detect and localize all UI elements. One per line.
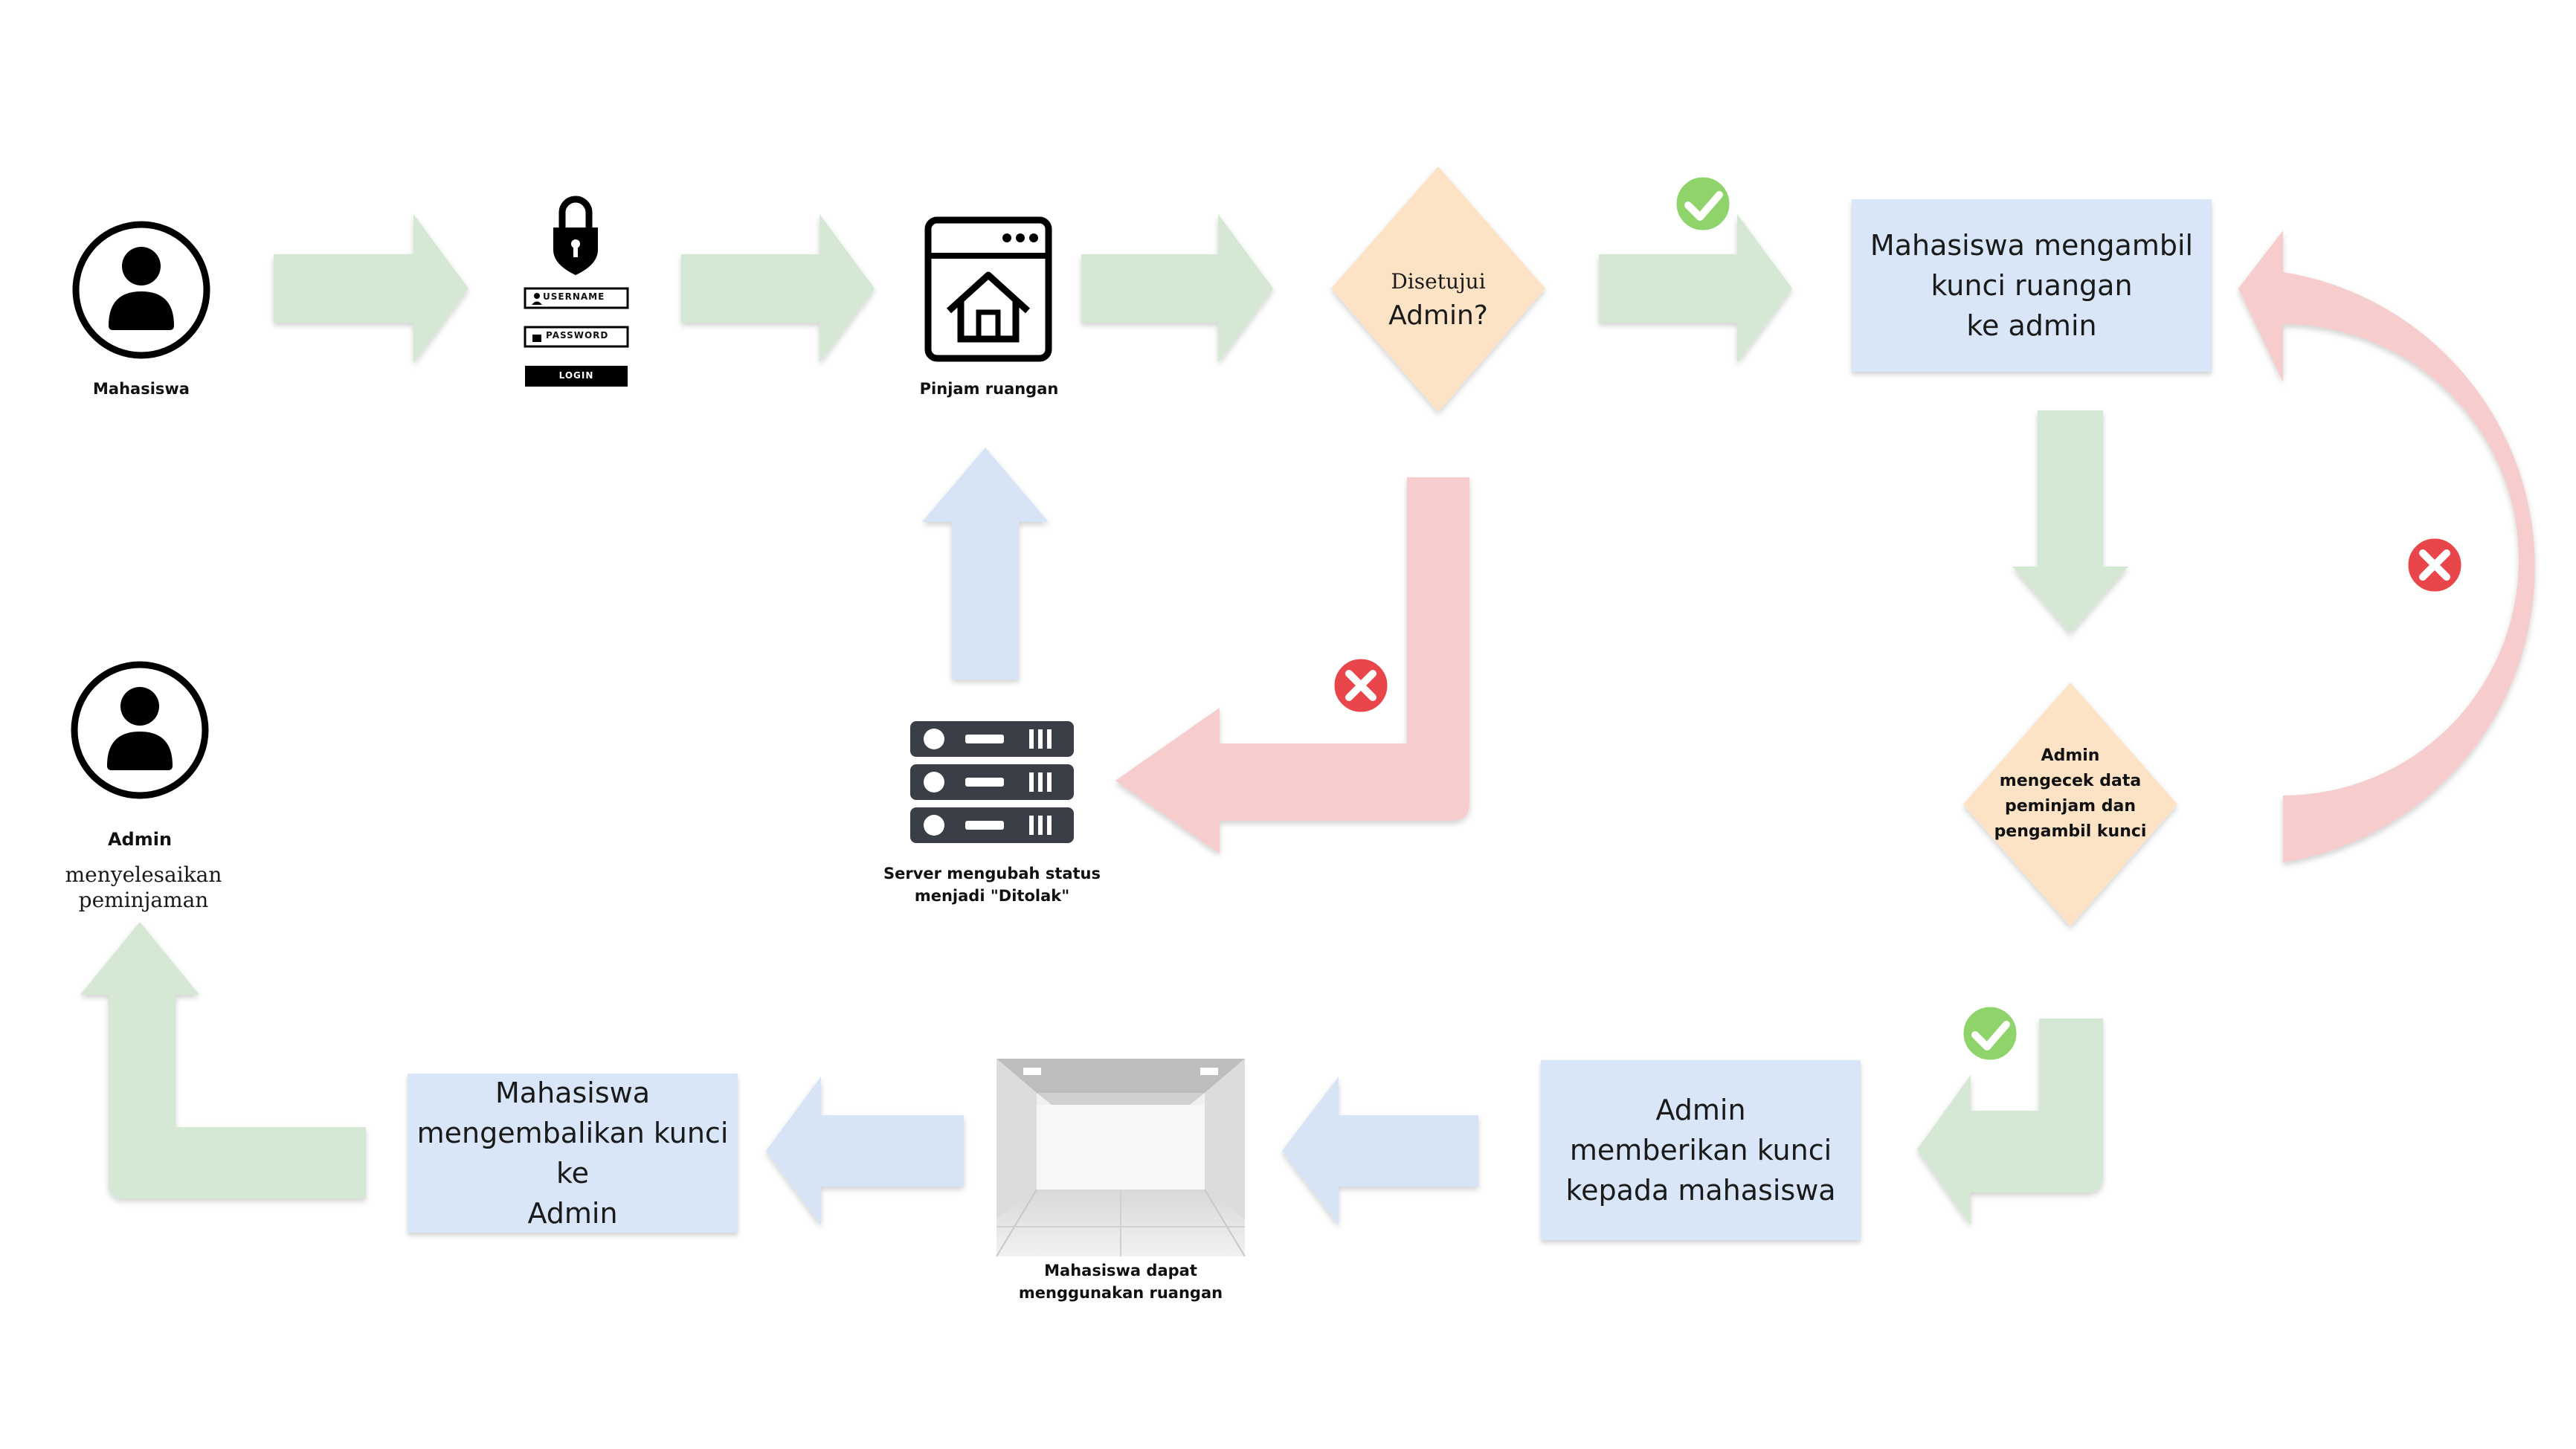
admin-user-icon	[71, 661, 209, 799]
arrow-right-4	[1599, 214, 1792, 363]
decision-disetujui	[1331, 167, 1545, 412]
box-mengambil-kunci-text: Mahasiswa mengambil kunci ruangan ke adm…	[1870, 229, 2194, 342]
login-username-label: USERNAME	[543, 291, 605, 302]
arrow-left-1	[1282, 1077, 1478, 1225]
server-label: Server mengubah status menjadi "Ditolak"	[883, 865, 1101, 905]
mahasiswa-user-icon	[72, 221, 210, 359]
mahasiswa-label: Mahasiswa	[93, 380, 190, 398]
arrow-left-2	[766, 1077, 964, 1225]
decision-disetujui-line2: Admin?	[1388, 300, 1488, 331]
arrow-right-3	[1081, 214, 1273, 363]
ruangan-label: Mahasiswa dapat menggunakan ruangan	[1018, 1262, 1223, 1302]
check-icon	[1960, 1003, 2020, 1064]
pinjam-ruangan-label: Pinjam ruangan	[919, 380, 1059, 398]
arrow-curve-reject	[2238, 230, 2535, 862]
box-mengembalikan-kunci: Mahasiswa mengembalikan kunci ke Admin	[408, 1074, 738, 1233]
decision-disetujui-line1: Disetujui	[1391, 269, 1486, 294]
admin-selesai-label: menyelesaikan peminjaman	[65, 862, 222, 912]
login-button-label: LOGIN	[558, 370, 594, 381]
login-form-icon	[524, 287, 629, 387]
cross-icon	[1330, 655, 1391, 716]
arrow-reject-to-server	[1115, 477, 1469, 853]
decision-admin-cek	[1963, 682, 2177, 926]
arrow-right-1	[274, 214, 468, 363]
cross-icon	[2404, 535, 2465, 596]
box-memberikan-kunci: Admin memberikan kunci kepada mahasiswa	[1541, 1060, 1861, 1240]
arrow-down-1	[2012, 410, 2128, 633]
decision-admin-cek-text: Admin mengecek data peminjam dan pengamb…	[1994, 746, 2147, 841]
login-lock-icon	[553, 196, 598, 275]
arrow-approve-to-berikan	[1917, 1019, 2103, 1225]
empty-room-picture	[996, 1059, 1246, 1257]
arrow-to-admin	[80, 922, 366, 1198]
box-memberikan-kunci-text: Admin memberikan kunci kepada mahasiswa	[1565, 1094, 1836, 1207]
admin-label: Admin	[107, 829, 173, 850]
box-mengambil-kunci: Mahasiswa mengambil kunci ruangan ke adm…	[1852, 199, 2212, 372]
browser-home-icon	[924, 216, 1052, 362]
server-icon	[910, 721, 1074, 843]
login-password-label: PASSWORD	[546, 330, 609, 341]
check-icon	[1672, 173, 1733, 234]
arrow-right-2	[681, 214, 875, 363]
arrow-up-blue	[922, 448, 1049, 680]
box-mengembalikan-kunci-text: Mahasiswa mengembalikan kunci ke Admin	[416, 1077, 729, 1230]
